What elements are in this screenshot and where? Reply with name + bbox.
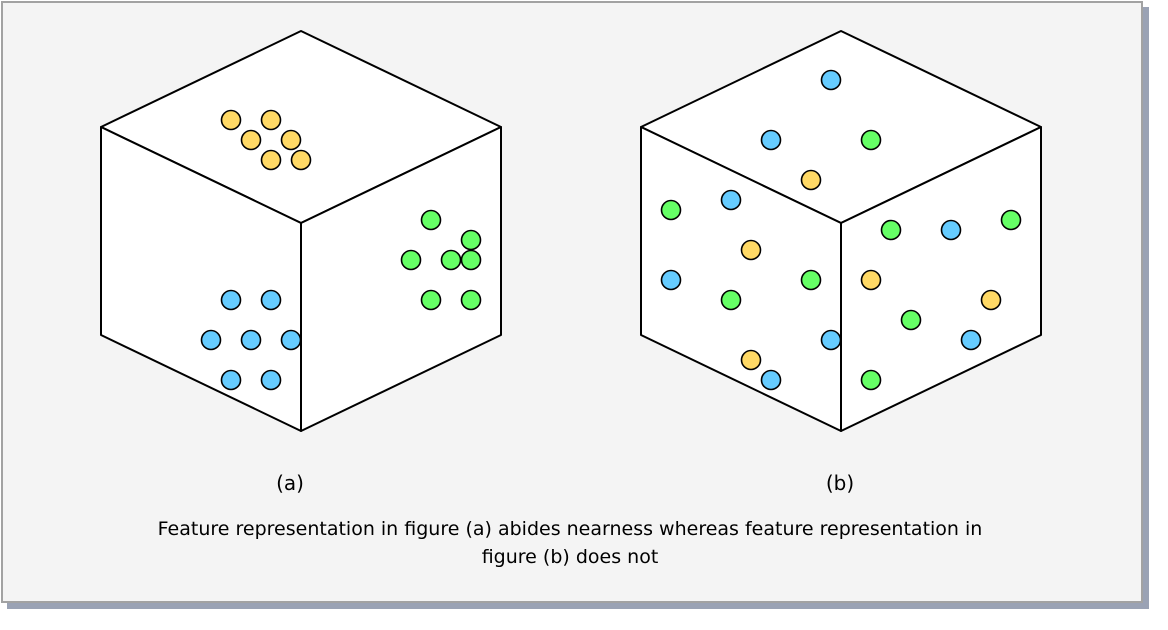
cube-b-right-green-dot [860,369,882,391]
cube-b-right-yellow-dot [860,269,882,291]
cube-a-right-green-dot [420,209,442,231]
cube-b-right-yellow-dot [980,289,1002,311]
cube-b-right-blue-dot [940,219,962,241]
cube-a-right-green-dot [460,289,482,311]
cube-a-left-blue-dot [260,289,282,311]
cube-a-left-blue-dot [220,369,242,391]
cube-a-top-yellow-dot [260,109,282,131]
caption-line-2: figure (b) does not [482,546,659,568]
cube-a-left-blue-dot [260,369,282,391]
cube-b-top-blue-dot [760,129,782,151]
caption-line-1: Feature representation in figure (a) abi… [158,518,983,540]
cube-a-top-yellow-dot [220,109,242,131]
cube-a-left-blue-dot [280,329,302,351]
cube-b-top-blue-dot [820,69,842,91]
figure-b-label: (b) [826,471,854,495]
cube-b-right-green-dot [880,219,902,241]
cube-b-right-face [840,126,1042,432]
cube-b-left-blue-dot [660,269,682,291]
cube-b-left-blue-dot [760,369,782,391]
cube-a-top-yellow-dot [280,129,302,151]
figure-a-label: (a) [276,471,304,495]
cube-b-right-green-dot [900,309,922,331]
cube-b-left-yellow-dot [740,349,762,371]
cube-b-right-blue-dot [960,329,982,351]
cube-b-left-blue-dot [820,329,842,351]
cube-a-left-blue-dot [240,329,262,351]
cube-a-right-green-dot [440,249,462,271]
cube-a-top-yellow-dot [260,149,282,171]
cube-b-dots [660,69,1022,391]
cube-a-right-face [300,126,502,432]
cube-b-left-green-dot [800,269,822,291]
cube-b-left-green-dot [720,289,742,311]
cube-a-right-green-dot [460,249,482,271]
cube-b-top-yellow-dot [800,169,822,191]
cube-b-right-green-dot [1000,209,1022,231]
cube-a-right-green-dot [460,229,482,251]
cube-b-left-blue-dot [720,189,742,211]
cube-a-right-green-dot [420,289,442,311]
cube-a-right-green-dot [400,249,422,271]
cube-b [640,30,1042,432]
cube-a-dots [200,109,482,391]
cube-a [100,30,502,432]
cube-a-left-blue-dot [200,329,222,351]
cube-a-top-yellow-dot [240,129,262,151]
cube-b-top-green-dot [860,129,882,151]
cube-a-left-blue-dot [220,289,242,311]
cube-a-top-yellow-dot [290,149,312,171]
cube-b-left-green-dot [660,199,682,221]
cube-b-left-yellow-dot [740,239,762,261]
